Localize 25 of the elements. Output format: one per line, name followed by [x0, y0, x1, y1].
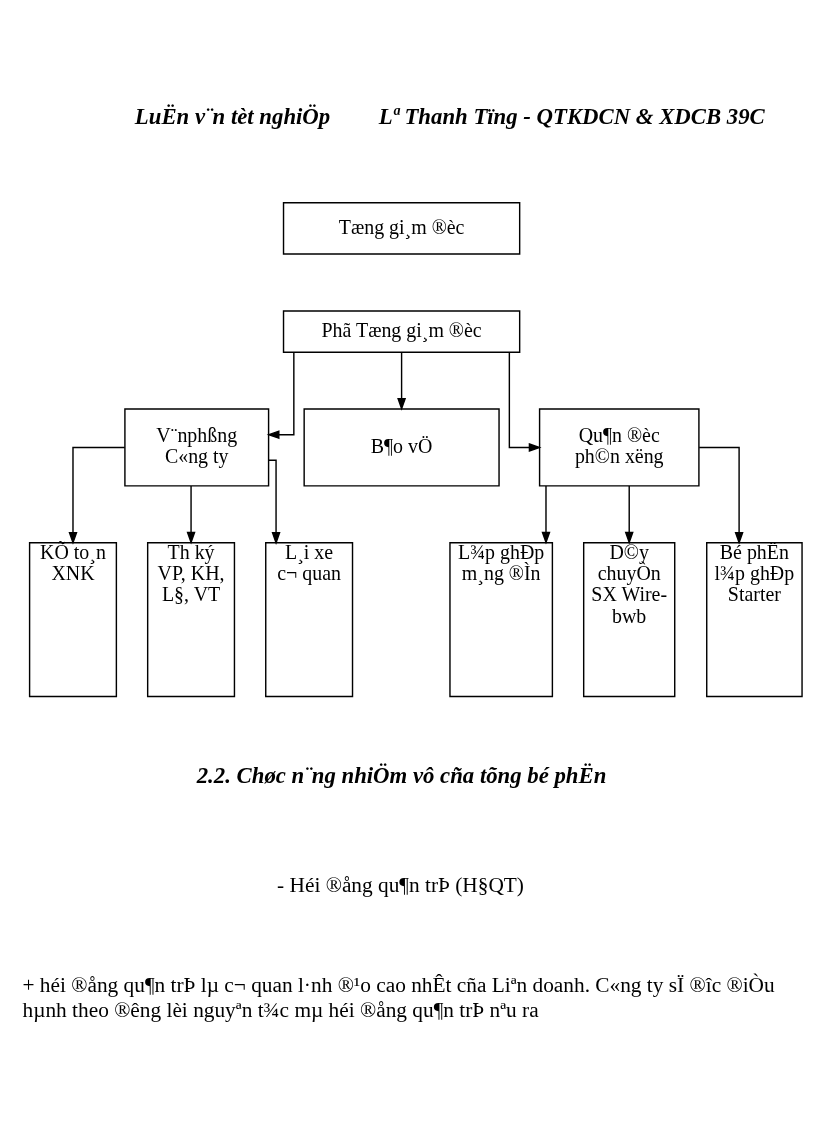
- label: 2.2. Chøc n¨ng nhiÖm vô cña tõng bé phËn: [196, 762, 607, 788]
- arrow: [698, 446, 744, 545]
- node-box: Phã Tæng gi¸m ®èc: [282, 309, 521, 353]
- node-box: Qu¶n ®èc ph©n xëng: [538, 407, 700, 487]
- node-box: KÕ to¸n XNK: [28, 541, 118, 697]
- arrow: [68, 446, 126, 545]
- label: - Héi ®ång qu¶n trÞ (H§QT): [277, 872, 524, 897]
- node-box: D©y chuyÒn SX Wire-bwb: [583, 541, 676, 697]
- arrow: [186, 484, 196, 544]
- arrow: [397, 351, 407, 411]
- arrow: [541, 484, 551, 544]
- label: Lª Thanh Tïng - QTKDCN & XDCB 39C: [378, 103, 765, 129]
- arrow: [624, 484, 634, 544]
- node-box: L¾p ghÐp m¸ng ®Ìn: [449, 541, 554, 697]
- node-box: Th ký VP, KH, L§, VT: [146, 541, 236, 697]
- node-box: B¶o vÖ: [303, 407, 500, 487]
- label: + héi ®ång qu¶n trÞ lµ c¬ quan l·nh ®¹o cao nhÊt cña Liªn doanh. C«ng ty sÏ ®îc ®iÒu hµnh theo ®êng lèi nguyªn t¾c mµ héi ®ång qu¶n trÞ nªu ra: [22, 972, 775, 1022]
- arrow: [266, 351, 295, 439]
- node-box: Tæng gi¸m ®èc: [282, 201, 521, 255]
- node-box: V¨nphßng C«ng ty: [124, 407, 270, 487]
- node-box: Bé phËn l¾p ghÐp Starter: [706, 541, 803, 697]
- node-box: L¸i xe c¬ quan: [265, 541, 354, 697]
- label: LuËn v¨n tèt nghiÖp: [134, 103, 331, 129]
- arrow: [508, 351, 542, 452]
- arrow: [268, 459, 281, 545]
